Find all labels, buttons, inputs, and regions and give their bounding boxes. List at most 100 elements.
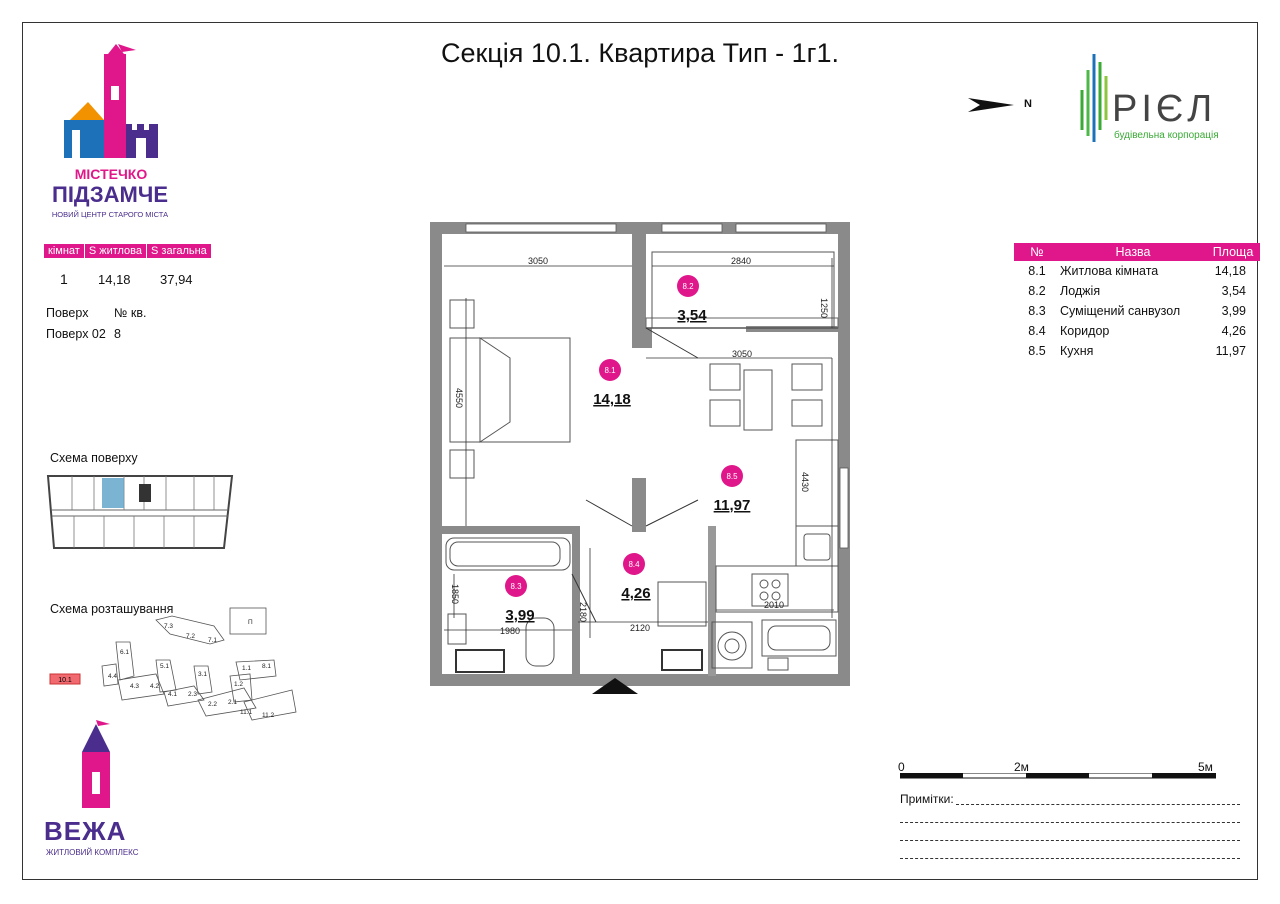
location-scheme-image: 10.1 7.3 7.2 7.1 П 6.1 5.1 3.1 1.1 8.1 4… bbox=[49, 607, 297, 721]
stats-header-rooms: кімнат bbox=[44, 244, 84, 258]
dim-1850: 1850 bbox=[450, 584, 460, 604]
current-section-label: 10.1 bbox=[58, 677, 72, 684]
dim-2010: 2010 bbox=[764, 600, 784, 610]
floor-scheme-label: Схема поверху bbox=[50, 451, 138, 465]
room-area: 11,97 bbox=[1215, 344, 1246, 358]
page-title: Секція 10.1. Квартира Тип - 1г1. bbox=[440, 38, 840, 68]
section-7-3: 7.3 bbox=[164, 623, 173, 630]
section-4-3: 4.3 bbox=[130, 683, 139, 690]
table-row: 8.4 Коридор 4,26 bbox=[1014, 321, 1260, 341]
apt-value: 8 bbox=[114, 327, 121, 341]
section-2-3: 2.3 bbox=[188, 691, 197, 698]
room-name: Кухня bbox=[1060, 344, 1094, 358]
room-area-8-2: 3,54 bbox=[677, 307, 707, 324]
room-area: 3,54 bbox=[1221, 284, 1246, 298]
section-8-1: 8.1 bbox=[262, 663, 271, 670]
room-num: 8.2 bbox=[1028, 284, 1046, 298]
notes-line bbox=[900, 858, 1240, 859]
room-area-8-1: 14,18 bbox=[593, 391, 631, 408]
dim-4430: 4430 bbox=[800, 472, 810, 492]
floor-value: Поверх 02 bbox=[46, 327, 106, 341]
dim-3050-a: 3050 bbox=[528, 256, 548, 266]
dim-4550: 4550 bbox=[454, 388, 464, 408]
brand-line1: МІСТЕЧКО bbox=[74, 166, 148, 182]
section-2-2: 2.2 bbox=[208, 701, 217, 708]
entrance-arrow-icon bbox=[592, 678, 638, 694]
room-area-8-5: 11,97 bbox=[714, 497, 751, 514]
section-4-1: 4.1 bbox=[168, 691, 177, 698]
stats-header: кімнат S житлова S загальна bbox=[44, 244, 212, 258]
scale-zero: 0 bbox=[898, 760, 905, 774]
riel-subtitle: будівельна корпорація bbox=[1114, 130, 1219, 141]
table-row: 8.3 Суміщений санвузол 3,99 bbox=[1014, 301, 1260, 321]
room-area: 3,99 bbox=[1221, 304, 1246, 318]
dim-1250: 1250 bbox=[819, 298, 829, 318]
riel-logo-icon bbox=[1080, 54, 1108, 142]
room-area: 4,26 bbox=[1221, 324, 1246, 338]
room-marker-8-3: 8.3 bbox=[510, 582, 522, 591]
stats-total-value: 37,94 bbox=[160, 272, 193, 287]
stats-header-living: S житлова bbox=[84, 244, 147, 258]
section-5-1: 5.1 bbox=[160, 663, 169, 670]
rooms-header-area: Площа bbox=[1212, 245, 1254, 259]
section-4-2: 4.2 bbox=[150, 683, 159, 690]
brand-line2: ПІДЗАМЧЕ bbox=[52, 182, 168, 207]
section-3-1: 3.1 bbox=[198, 671, 207, 678]
brand-bottom-name: ВЕЖА bbox=[44, 816, 127, 846]
rooms-table: № Назва Площа 8.1 Житлова кімната 14,18 … bbox=[1014, 243, 1260, 361]
room-area-8-4: 4,26 bbox=[621, 585, 650, 602]
room-num: 8.1 bbox=[1028, 264, 1046, 278]
castle-logo-icon bbox=[64, 44, 158, 158]
dim-3050-b: 3050 bbox=[732, 349, 752, 359]
dim-2120: 2120 bbox=[630, 623, 650, 633]
dim-1980: 1980 bbox=[500, 626, 520, 636]
scale-mid: 2м bbox=[1014, 760, 1029, 774]
riel-name: РІЄЛ bbox=[1112, 88, 1217, 130]
dim-2840: 2840 bbox=[731, 256, 751, 266]
floor-label: Поверх bbox=[46, 306, 89, 320]
section-11-1: 11.1 bbox=[240, 709, 253, 716]
stats-living-value: 14,18 bbox=[98, 272, 131, 287]
section-11-2: 11.2 bbox=[262, 712, 275, 719]
room-marker-8-5: 8.5 bbox=[726, 472, 738, 481]
room-name: Житлова кімната bbox=[1060, 264, 1159, 278]
room-name: Суміщений санвузол bbox=[1060, 304, 1181, 318]
dim-2180: 2180 bbox=[578, 602, 588, 622]
room-marker-8-4: 8.4 bbox=[628, 560, 640, 569]
notes-line bbox=[956, 804, 1240, 805]
location-scheme-label: Схема розташування bbox=[50, 602, 174, 616]
room-name: Коридор bbox=[1060, 324, 1110, 338]
notes-label: Примітки: bbox=[900, 792, 954, 806]
brand-tagline: НОВИЙ ЦЕНТР СТАРОГО МІСТА bbox=[51, 210, 169, 219]
section-7-2: 7.2 bbox=[186, 633, 195, 640]
north-arrow-icon bbox=[968, 98, 1014, 112]
rooms-table-header: № Назва Площа bbox=[1014, 243, 1260, 261]
scale-bar bbox=[900, 773, 1216, 779]
room-name: Лоджія bbox=[1060, 284, 1101, 298]
brand-bottom-subtitle: ЖИТЛОВИЙ КОМПЛЕКС bbox=[46, 848, 139, 857]
section-4-4: 4.4 bbox=[108, 673, 117, 680]
apt-label: № кв. bbox=[114, 306, 147, 320]
room-area: 14,18 bbox=[1214, 264, 1246, 278]
floor-plan: 3050 2840 1250 3050 4550 4430 1850 1980 … bbox=[430, 222, 850, 686]
stats-header-total: S загальна bbox=[147, 244, 211, 258]
rooms-header-name: Назва bbox=[1115, 245, 1151, 259]
section-p: П bbox=[248, 619, 253, 626]
room-num: 8.4 bbox=[1028, 324, 1046, 338]
table-row: 8.5 Кухня 11,97 bbox=[1014, 341, 1260, 361]
section-7-1: 7.1 bbox=[208, 637, 217, 644]
section-2-1: 2.1 bbox=[228, 699, 237, 706]
section-6-1: 6.1 bbox=[120, 649, 129, 656]
table-row: 8.1 Житлова кімната 14,18 bbox=[1014, 261, 1260, 281]
room-area-8-3: 3,99 bbox=[505, 607, 534, 624]
notes-line bbox=[900, 822, 1240, 823]
rooms-header-num: № bbox=[1030, 245, 1044, 259]
table-row: 8.2 Лоджія 3,54 bbox=[1014, 281, 1260, 301]
section-1-1: 1.1 bbox=[242, 665, 251, 672]
floor-scheme-image bbox=[46, 475, 234, 549]
room-num: 8.5 bbox=[1028, 344, 1046, 358]
room-marker-8-1: 8.1 bbox=[604, 366, 616, 375]
stats-rooms-value: 1 bbox=[60, 271, 68, 287]
sheet-frame bbox=[22, 22, 1258, 880]
tower-logo-icon bbox=[82, 720, 110, 808]
